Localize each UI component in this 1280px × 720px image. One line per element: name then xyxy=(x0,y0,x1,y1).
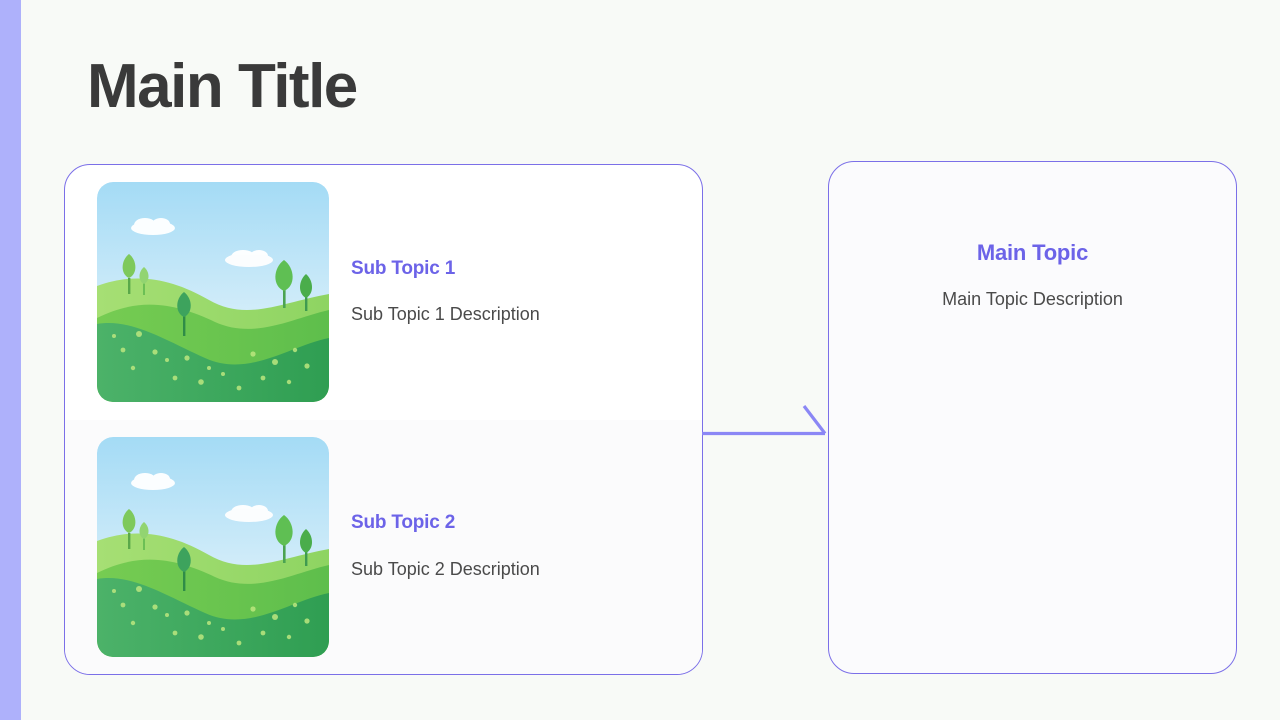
subtopic-title: Sub Topic 2 xyxy=(351,512,456,534)
arrow-head-icon xyxy=(802,405,827,435)
main-topic-title: Main Topic xyxy=(976,240,1089,265)
landscape-illustration-icon xyxy=(97,436,329,657)
subtopic-description: Sub Topic 2 Description xyxy=(351,558,540,579)
main-topic-description: Main Topic Description xyxy=(942,289,1123,310)
connector-arrow xyxy=(698,392,834,448)
landscape-illustration-icon xyxy=(97,182,329,403)
main-topic-panel: Main Topic Main Topic Description xyxy=(828,161,1237,674)
subtopic-row-1[interactable]: Sub Topic 1 Sub Topic 1 Description xyxy=(65,165,702,420)
subtopic-title: Sub Topic 1 xyxy=(351,257,456,279)
subtopic-text-2: Sub Topic 2 Sub Topic 2 Description xyxy=(329,512,540,581)
subtopic-description: Sub Topic 1 Description xyxy=(351,304,540,325)
subtopics-card: Sub Topic 1 Sub Topic 1 Description xyxy=(64,164,703,675)
page-title: Main Title xyxy=(87,52,358,121)
subtopic-text-1: Sub Topic 1 Sub Topic 1 Description xyxy=(329,258,540,327)
subtopic-row-2[interactable]: Sub Topic 2 Sub Topic 2 Description xyxy=(65,419,702,674)
left-accent-bar xyxy=(0,0,21,720)
